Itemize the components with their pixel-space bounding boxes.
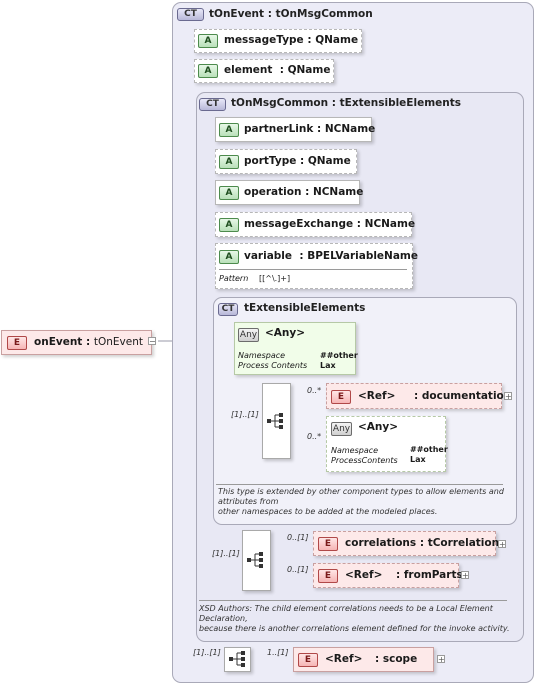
attribute-label: variable : BPELVariableName (244, 250, 418, 262)
expand-icon[interactable]: + (504, 392, 512, 401)
ref-name: : documentation (414, 390, 512, 402)
attribute-variable[interactable]: A variable : BPELVariableName Pattern [[… (215, 243, 418, 289)
attribute-icon: A (219, 123, 239, 137)
sequence-cardinality: [1]..[1] (193, 648, 221, 657)
attribute-icon: A (219, 250, 239, 264)
any-element-cardinality: 0..* (307, 432, 322, 441)
divider (219, 269, 407, 270)
annotation-line: This type is extended by other component… (218, 487, 504, 496)
annotation-divider (216, 484, 503, 485)
element-label: correlations : tCorrelations (345, 537, 506, 549)
attribute-icon: A (219, 218, 239, 232)
annotation-line: Declaration, (199, 614, 248, 623)
element-badge: E (331, 390, 351, 404)
any-attribute[interactable]: Any <Any> Namespace ##other Process Cont… (234, 322, 358, 375)
attribute-icon: A (219, 155, 239, 169)
namespace-value: ##other (410, 445, 448, 454)
correlations-cardinality: 0..[1] (287, 533, 309, 542)
complex-type-icon: CT (177, 8, 204, 21)
sequence-cardinality: [1]..[1] (212, 549, 240, 558)
ref-label: <Ref> (325, 653, 363, 665)
annotation-divider (199, 600, 507, 601)
scope-element-ref[interactable]: E <Ref> : scope (293, 647, 434, 672)
process-contents-value: Lax (410, 455, 426, 464)
any-icon: Any (331, 422, 352, 436)
sequence-icon (247, 552, 263, 568)
attribute-partnerlink[interactable]: A partnerLink : NCName (215, 117, 376, 142)
attribute-label: operation : NCName (244, 186, 364, 198)
scope-cardinality: 1..[1] (267, 648, 289, 657)
sequence-cardinality: [1]..[1] (231, 410, 259, 419)
attribute-icon: A (219, 186, 239, 200)
attribute-label: element : QName (224, 64, 331, 76)
ref-name: : scope (375, 653, 418, 665)
attribute-operation[interactable]: A operation : NCName (215, 180, 364, 205)
annotation-line: other namespaces to be added at the mode… (218, 507, 438, 516)
process-contents-value: Lax (320, 361, 336, 370)
attribute-messagetype[interactable]: A messageType : QName (194, 29, 362, 53)
annotation-line: because there is another correlations el… (199, 624, 510, 633)
tonmsgcommon-type-title: tOnMsgCommon : tExtensibleElements (231, 97, 462, 109)
element-badge: E (318, 537, 338, 551)
sequence-icon (229, 651, 245, 667)
expand-icon[interactable]: + (461, 571, 469, 580)
pattern-value: [[^\.]+] (259, 274, 291, 283)
element-badge: E (7, 336, 27, 350)
process-contents-label: Process Contents (238, 361, 308, 370)
element-badge: E (298, 653, 318, 667)
type-annotation: XSD Authors: The child element correlati… (199, 604, 521, 634)
attribute-label: messageType : QName (224, 34, 359, 46)
type-annotation: This type is extended by other component… (218, 487, 513, 517)
ref-label: <Ref> (358, 390, 396, 402)
onevent-label: onEvent : tOnEvent (34, 336, 143, 348)
ref-label: <Ref> (345, 569, 383, 581)
annotation-line: XSD Authors: The child element correlati… (199, 604, 493, 613)
complex-type-icon: CT (218, 303, 238, 316)
attribute-porttype[interactable]: A portType : QName (215, 149, 357, 174)
ref-name: : fromParts (396, 569, 463, 581)
complex-type-icon: CT (199, 98, 226, 111)
attribute-label: messageExchange : NCName (244, 218, 416, 230)
any-element[interactable]: Any <Any> Namespace ##other ProcessConte… (326, 416, 448, 472)
attribute-label: portType : QName (244, 155, 351, 167)
textensibleelements-title: tExtensibleElements (244, 302, 366, 314)
attribute-element[interactable]: A element : QName (194, 59, 334, 83)
correlations-element[interactable]: E correlations : tCorrelations (313, 531, 505, 556)
pattern-label: Pattern (219, 274, 249, 283)
documentation-element-ref[interactable]: E <Ref> : documentation (326, 383, 511, 409)
element-badge: E (318, 569, 338, 583)
tonevent-type-title: tOnEvent : tOnMsgCommon (209, 8, 373, 20)
namespace-label: Namespace (238, 351, 286, 360)
sequence-compositor[interactable] (262, 383, 291, 459)
onevent-element[interactable]: E onEvent : tOnEvent (1, 330, 152, 355)
annotation-line: attributes from (218, 497, 279, 506)
collapse-icon[interactable]: − (148, 337, 156, 346)
sequence-icon (267, 413, 283, 429)
any-attribute-title: <Any> (265, 327, 306, 339)
sequence-compositor[interactable] (224, 647, 251, 672)
attribute-icon: A (198, 34, 218, 48)
namespace-label: Namespace (331, 446, 379, 455)
attribute-icon: A (198, 64, 218, 78)
fromparts-cardinality: 0..[1] (287, 565, 309, 574)
attribute-label: partnerLink : NCName (244, 123, 376, 135)
sequence-compositor[interactable] (242, 530, 271, 591)
expand-icon[interactable]: + (437, 655, 445, 664)
expand-icon[interactable]: + (498, 540, 506, 549)
process-contents-label: ProcessContents (331, 456, 398, 465)
any-icon: Any (238, 328, 259, 342)
namespace-value: ##other (320, 351, 358, 360)
any-element-title: <Any> (358, 421, 399, 433)
documentation-cardinality: 0..* (307, 386, 322, 395)
attribute-messageexchange[interactable]: A messageExchange : NCName (215, 212, 416, 237)
fromparts-element-ref[interactable]: E <Ref> : fromParts (313, 563, 463, 588)
